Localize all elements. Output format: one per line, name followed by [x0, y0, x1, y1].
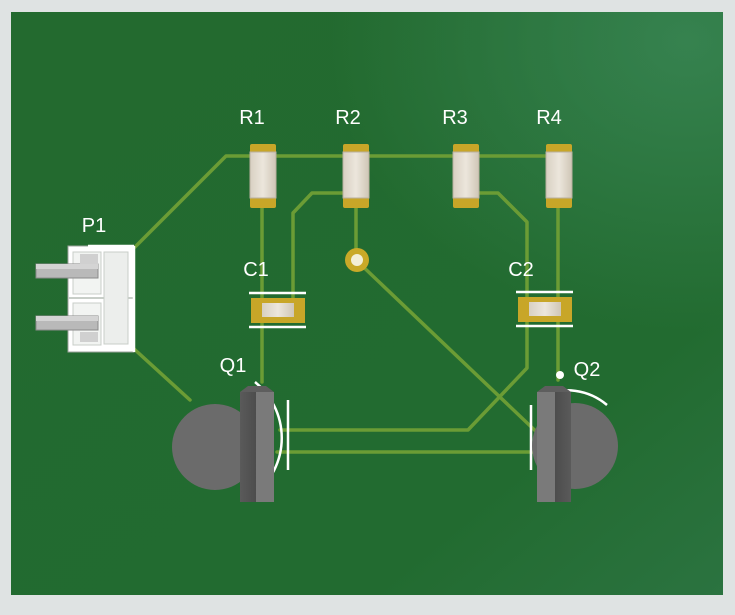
connector-p1[interactable]	[35, 244, 136, 353]
resistor-r1[interactable]	[249, 144, 277, 208]
resistor-r3[interactable]	[452, 144, 480, 208]
label-r2: R2	[335, 107, 361, 129]
label-r3: R3	[442, 107, 468, 129]
trace-p1-q1	[131, 346, 192, 402]
label-p1: P1	[82, 215, 106, 237]
capacitor-c2[interactable]	[516, 290, 573, 328]
silkscreen-labels: R1 R2 R3 R4 C1 C2 P1 Q1 Q2	[82, 107, 601, 381]
label-r4: R4	[536, 107, 562, 129]
label-q1: Q1	[220, 355, 247, 377]
label-c1: C1	[243, 259, 269, 281]
resistor-r2[interactable]	[342, 144, 370, 208]
transistor-q1[interactable]	[172, 381, 290, 502]
transistor-q2[interactable]	[529, 371, 618, 502]
label-q2: Q2	[574, 359, 601, 381]
trace-via-q2	[354, 258, 547, 442]
label-r1: R1	[239, 107, 265, 129]
trace-top-bus	[133, 154, 562, 249]
via	[345, 248, 369, 272]
trace-r3-c2	[278, 191, 529, 432]
resistor-r4[interactable]	[545, 144, 573, 208]
label-c2: C2	[508, 259, 534, 281]
capacitor-c1[interactable]	[249, 291, 306, 329]
trace-r2-c1	[291, 191, 358, 307]
